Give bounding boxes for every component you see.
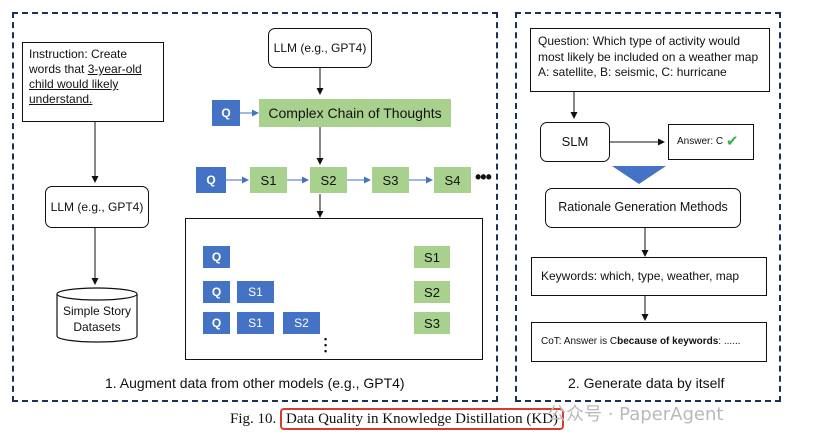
rationale-box: Rationale Generation Methods <box>545 188 741 228</box>
dataset-label: Simple Story Datasets <box>62 304 132 334</box>
step-block: S2 <box>310 167 347 193</box>
pair-step-block: S3 <box>414 312 450 334</box>
llm-top-label: LLM (e.g., GPT4) <box>273 40 367 55</box>
llm-left-box: LLM (e.g., GPT4) <box>45 186 149 228</box>
instruction-underlined: 3-year-old child would likely understand… <box>29 62 142 106</box>
llm-top-box: LLM (e.g., GPT4) <box>268 28 372 68</box>
cot-suffix: : ...... <box>718 335 741 347</box>
pair-context-step: S1 <box>237 312 274 334</box>
question-box: Question: Which type of activity would m… <box>530 28 770 92</box>
watermark: 公众号 · PaperAgent <box>548 404 724 425</box>
pair-step-block: S2 <box>414 281 450 303</box>
instruction-text: Instruction: Create words that <box>29 47 128 76</box>
question-block: Q <box>212 100 240 126</box>
pair-step-block: S1 <box>414 246 450 268</box>
cot-prefix: CoT: Answer is C <box>541 335 618 347</box>
figure-prefix: Fig. 10. <box>230 411 277 427</box>
step-block: S3 <box>372 167 409 193</box>
check-icon: ✔ <box>725 132 739 150</box>
pair-context-step: S2 <box>283 312 320 334</box>
llm-left-label: LLM (e.g., GPT4) <box>50 199 144 214</box>
figure-title: Data Quality in Knowledge Distillation (… <box>280 408 565 430</box>
pair-question-block: Q <box>203 281 230 303</box>
step-block: S4 <box>434 167 471 193</box>
answer-box: Answer: C ✔ <box>668 124 754 160</box>
right-panel-caption: 2. Generate data by itself <box>568 375 725 391</box>
steps-question-block: Q <box>196 167 226 193</box>
slm-box: SLM <box>540 122 610 162</box>
figure-caption: Fig. 10. Data Quality in Knowledge Disti… <box>230 408 565 430</box>
keywords-box: Keywords: which, type, weather, map <box>531 257 767 296</box>
cot-box: CoT: Answer is C because of keywords: ..… <box>531 322 767 362</box>
database-icon <box>56 287 138 343</box>
vertical-ellipsis: • • • <box>324 334 327 356</box>
left-panel-caption: 1. Augment data from other models (e.g.,… <box>105 375 405 391</box>
pair-context-step: S1 <box>237 281 274 303</box>
cot-bold: because of keywords <box>617 335 719 347</box>
answer-text: Answer: C <box>677 135 724 147</box>
pair-question-block: Q <box>203 312 230 334</box>
left-panel <box>12 12 498 402</box>
ellipsis: ••• <box>475 167 492 187</box>
down-arrow-icon <box>612 166 666 184</box>
complex-cot-block: Complex Chain of Thoughts <box>259 99 451 127</box>
step-block: S1 <box>250 167 287 193</box>
instruction-box: Instruction: Create words that 3-year-ol… <box>22 42 164 122</box>
right-panel <box>515 12 781 402</box>
pair-question-block: Q <box>203 246 230 268</box>
